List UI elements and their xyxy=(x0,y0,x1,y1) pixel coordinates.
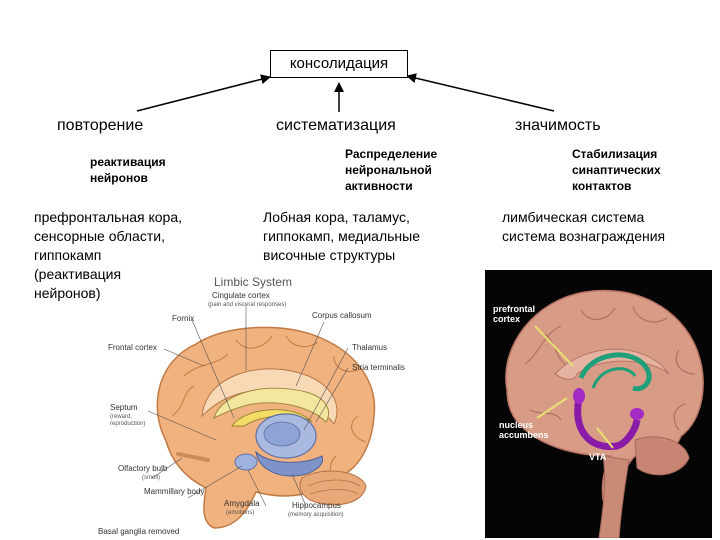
label-amygdala: Amygdala xyxy=(224,499,260,508)
arrow-right xyxy=(407,76,554,111)
limbic-title: Limbic System xyxy=(214,275,292,289)
label-prefrontal-2: cortex xyxy=(493,314,520,324)
label-septum-sub2: reproduction) xyxy=(110,421,145,427)
label-prefrontal-1: prefrontal xyxy=(493,304,535,314)
mechanism-reactivation: реактивация нейронов xyxy=(90,154,166,186)
label-basal-ganglia: Basal ganglia removed xyxy=(98,527,179,536)
mechanism-stabilization: Стабилизация синаптических контактов xyxy=(572,146,661,194)
label-septum: Septum xyxy=(110,403,138,412)
heading-repetition: повторение xyxy=(57,117,143,135)
label-septum-sub1: (reward, xyxy=(110,414,132,420)
label-thalamus: Thalamus xyxy=(352,343,387,352)
label-fornix: Fornix xyxy=(172,314,194,323)
label-frontal-cortex: Frontal cortex xyxy=(108,343,157,352)
label-vta: VTA xyxy=(589,452,607,462)
structures-significance: лимбическая система система вознагражден… xyxy=(502,208,665,246)
mechanism-distribution: Распределение нейрональной активности xyxy=(345,146,437,194)
label-cingulate-sub: (pain and visceral responses) xyxy=(208,302,286,308)
label-cingulate-cortex: Cingulate cortex xyxy=(212,291,270,300)
label-hippocampus: Hippocampus xyxy=(292,501,341,510)
label-olfactory-sub: (smell) xyxy=(142,475,160,481)
arrow-left xyxy=(137,77,270,111)
heading-significance: значимость xyxy=(515,117,601,135)
label-mammillary-body: Mammillary body xyxy=(144,487,204,496)
structures-systematization: Лобная кора, таламус, гиппокамп, медиаль… xyxy=(263,208,420,265)
reward-system-figure: prefrontal cortex nucleus accumbens VTA xyxy=(485,270,712,538)
label-amygdala-sub: (emotions) xyxy=(226,510,254,516)
label-stria-terminalis: Stria terminalis xyxy=(352,363,405,372)
label-olfactory-bulb: Olfactory bulb xyxy=(118,464,168,473)
label-hippocampus-sub: (memory acquisition) xyxy=(288,512,344,518)
heading-systematization: систематизация xyxy=(276,117,396,135)
label-corpus-callosum: Corpus callosum xyxy=(312,311,372,320)
label-nucleus-1: nucleus xyxy=(499,420,533,430)
label-nucleus-2: accumbens xyxy=(499,430,549,440)
limbic-system-figure: Limbic System C xyxy=(96,266,406,540)
consolidation-box: консолидация xyxy=(270,50,408,78)
